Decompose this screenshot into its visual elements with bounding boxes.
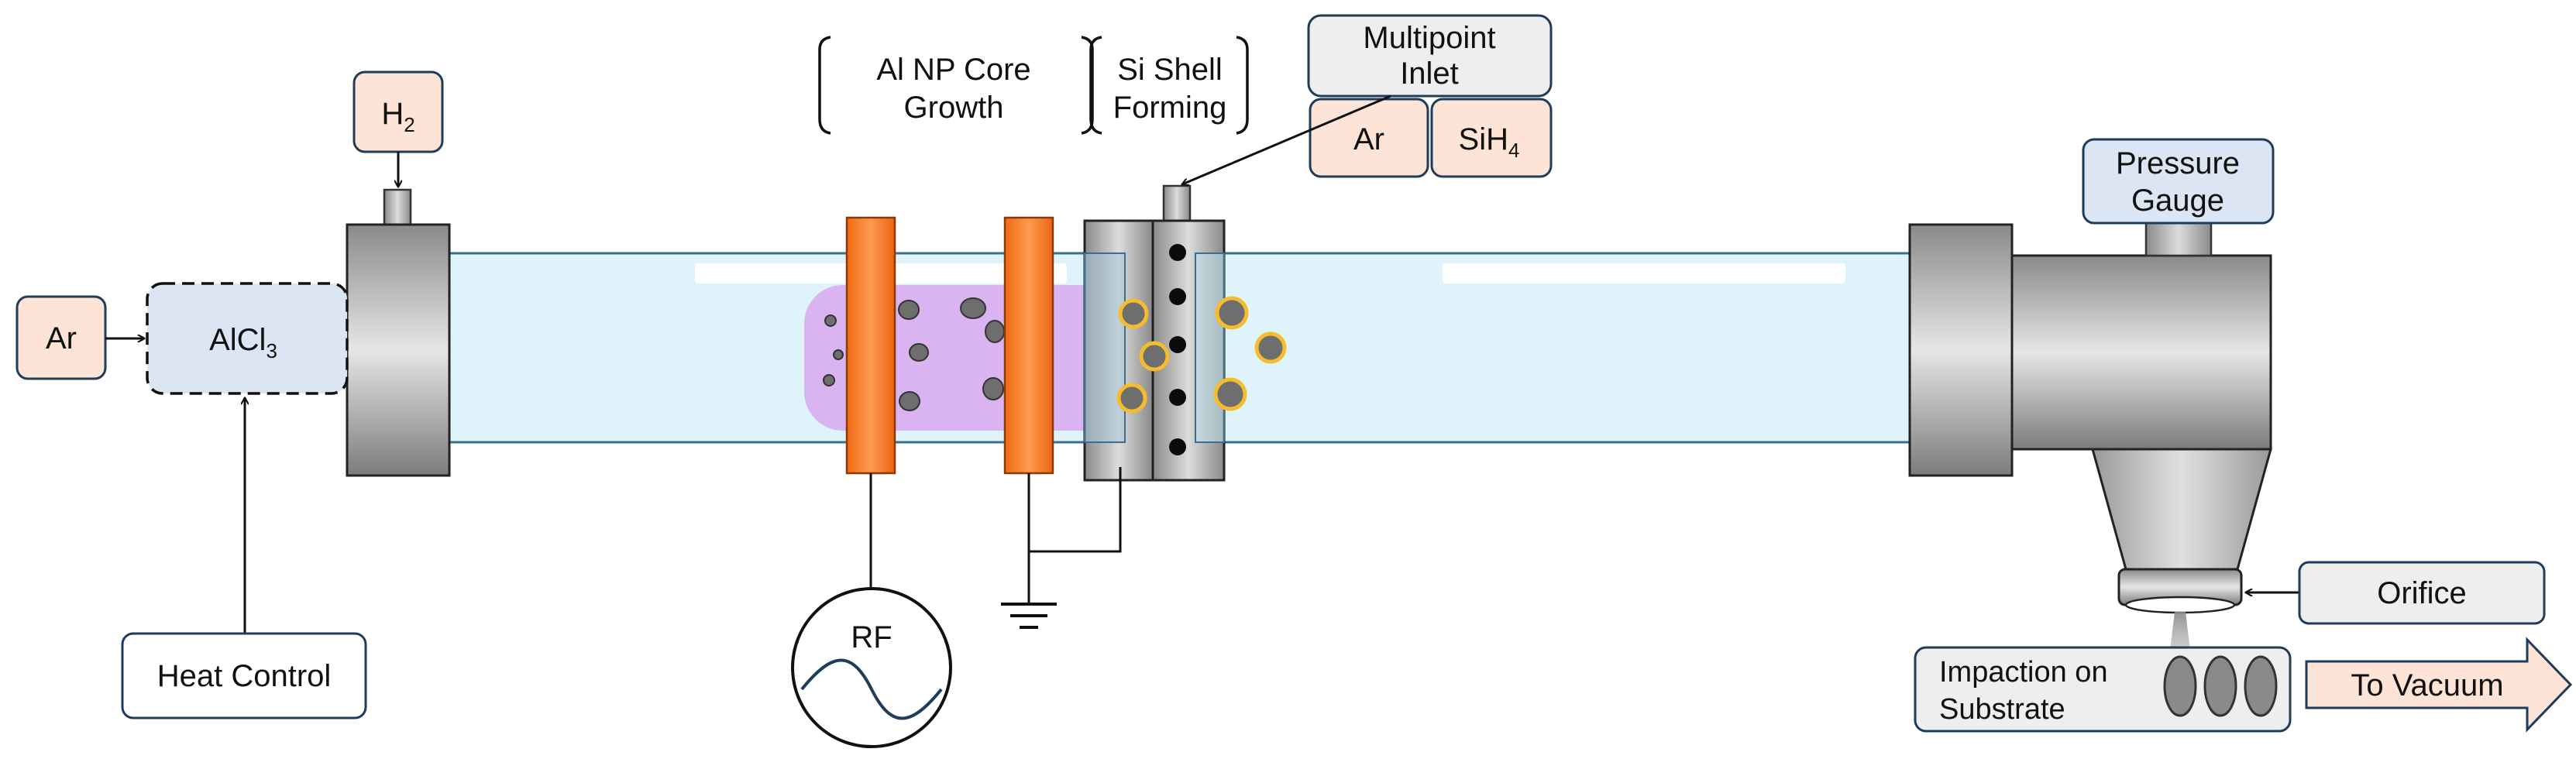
impaction-label-2: Substrate xyxy=(1939,693,2065,726)
heat-control-box xyxy=(121,632,367,720)
exhaust-chamber xyxy=(2010,254,2272,451)
left-flange xyxy=(346,223,451,477)
inlet-inner-right xyxy=(1195,252,1225,443)
h2-inlet-stub xyxy=(383,188,412,226)
orifice-opening xyxy=(2124,596,2236,614)
inlet-stub xyxy=(1162,184,1192,222)
core-shell-particles xyxy=(1116,296,1287,414)
core-bracket-right xyxy=(1081,36,1094,135)
orifice-box xyxy=(2298,561,2546,625)
alcl3-label: AlCl3 xyxy=(209,323,277,362)
rf-wave-icon xyxy=(800,658,943,720)
to-vacuum-arrow xyxy=(2305,637,2573,733)
tube-highlight-right xyxy=(1443,263,1845,283)
multipoint-arrow xyxy=(1182,94,1391,184)
rf-label: RF xyxy=(851,620,892,654)
ground-electrode xyxy=(1003,216,1054,475)
multipoint-inlet-box xyxy=(1307,14,1553,98)
impaction-box xyxy=(1914,646,2292,733)
shell-forming-label-1: Si Shell xyxy=(1117,53,1223,87)
sih4-label: SiH4 xyxy=(1459,122,1520,162)
ground-symbol-icon xyxy=(1001,603,1057,629)
rf-electrode xyxy=(845,216,896,475)
to-vacuum-label: To Vacuum xyxy=(2351,668,2503,702)
inlet-holes xyxy=(1169,244,1186,455)
multipoint-inlet-label-1: Multipoint xyxy=(1363,21,1495,55)
ground-wire xyxy=(1027,467,1122,553)
nozzle-cone xyxy=(2091,448,2272,571)
rf-source xyxy=(791,587,952,748)
alcl3-box-fill xyxy=(146,282,349,395)
heat-control-label: Heat Control xyxy=(157,659,332,693)
orifice-label: Orifice xyxy=(2377,576,2467,610)
h2-label: H2 xyxy=(381,97,414,136)
pressure-gauge-label-2: Gauge xyxy=(2131,184,2224,218)
shell-forming-label-2: Forming xyxy=(1113,91,1227,125)
shell-bracket-right xyxy=(1236,36,1249,135)
ar-inlet-label: Ar xyxy=(1353,122,1384,156)
gauge-stub xyxy=(2144,222,2213,257)
pressure-gauge-label-1: Pressure xyxy=(2116,146,2240,180)
deposited-particles xyxy=(2163,655,2278,717)
pressure-gauge-box xyxy=(2082,138,2275,225)
multipoint-inlet-label-2: Inlet xyxy=(1400,57,1459,91)
shell-bracket-left xyxy=(1089,36,1102,135)
impaction-label-1: Impaction on xyxy=(1939,656,2108,689)
nucleating-particles xyxy=(823,297,1005,411)
right-flange xyxy=(1908,223,2014,477)
ar-left-label: Ar xyxy=(46,321,77,355)
core-growth-label-2: Growth xyxy=(904,91,1004,125)
inlet-inner-left xyxy=(1084,252,1126,443)
sih4-box xyxy=(1430,98,1553,178)
core-growth-label-1: Al NP Core xyxy=(876,53,1030,87)
core-bracket-left xyxy=(818,36,831,135)
